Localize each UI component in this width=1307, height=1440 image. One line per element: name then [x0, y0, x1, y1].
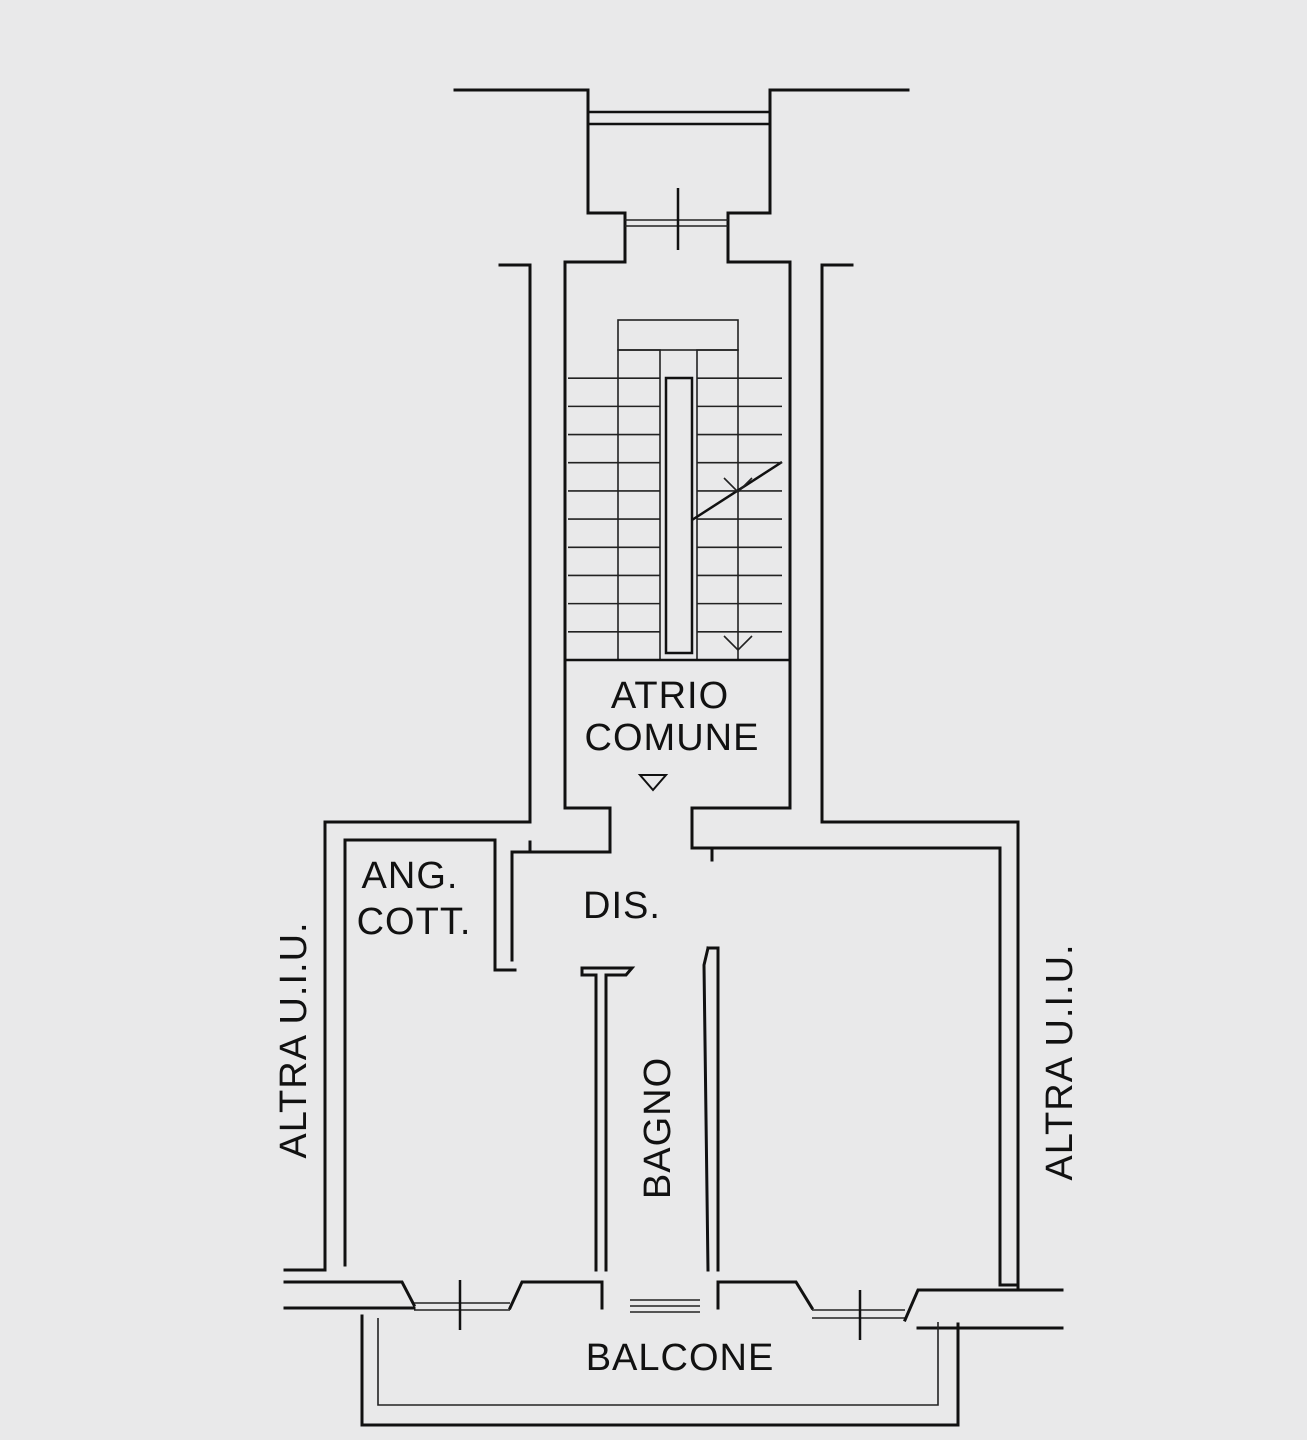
atrio-comune: ATRIO COMUNE	[565, 658, 790, 792]
top-landing	[453, 88, 910, 264]
balcone: BALCONE	[360, 1314, 960, 1427]
balcone-label: BALCONE	[586, 1337, 775, 1379]
atrio-label-line2: COMUNE	[585, 717, 760, 759]
bagno-label: BAGNO	[637, 1057, 679, 1199]
dis-label: DIS.	[583, 885, 661, 927]
ang-cott-label-line1: ANG.	[362, 855, 459, 897]
bagno-partitions	[580, 946, 720, 1272]
altra-uiu-right-label: ALTRA U.I.U.	[1039, 943, 1081, 1180]
entrance-triangle-icon	[637, 774, 669, 792]
atrio-label-line1: ATRIO	[611, 675, 729, 717]
apartment-walls	[343, 838, 1020, 1287]
bottom-facade	[283, 1280, 1064, 1340]
ang-cott-label-line2: COTT.	[357, 901, 472, 943]
staircase	[568, 319, 783, 661]
altra-uiu-left-label: ALTRA U.I.U.	[273, 921, 315, 1158]
